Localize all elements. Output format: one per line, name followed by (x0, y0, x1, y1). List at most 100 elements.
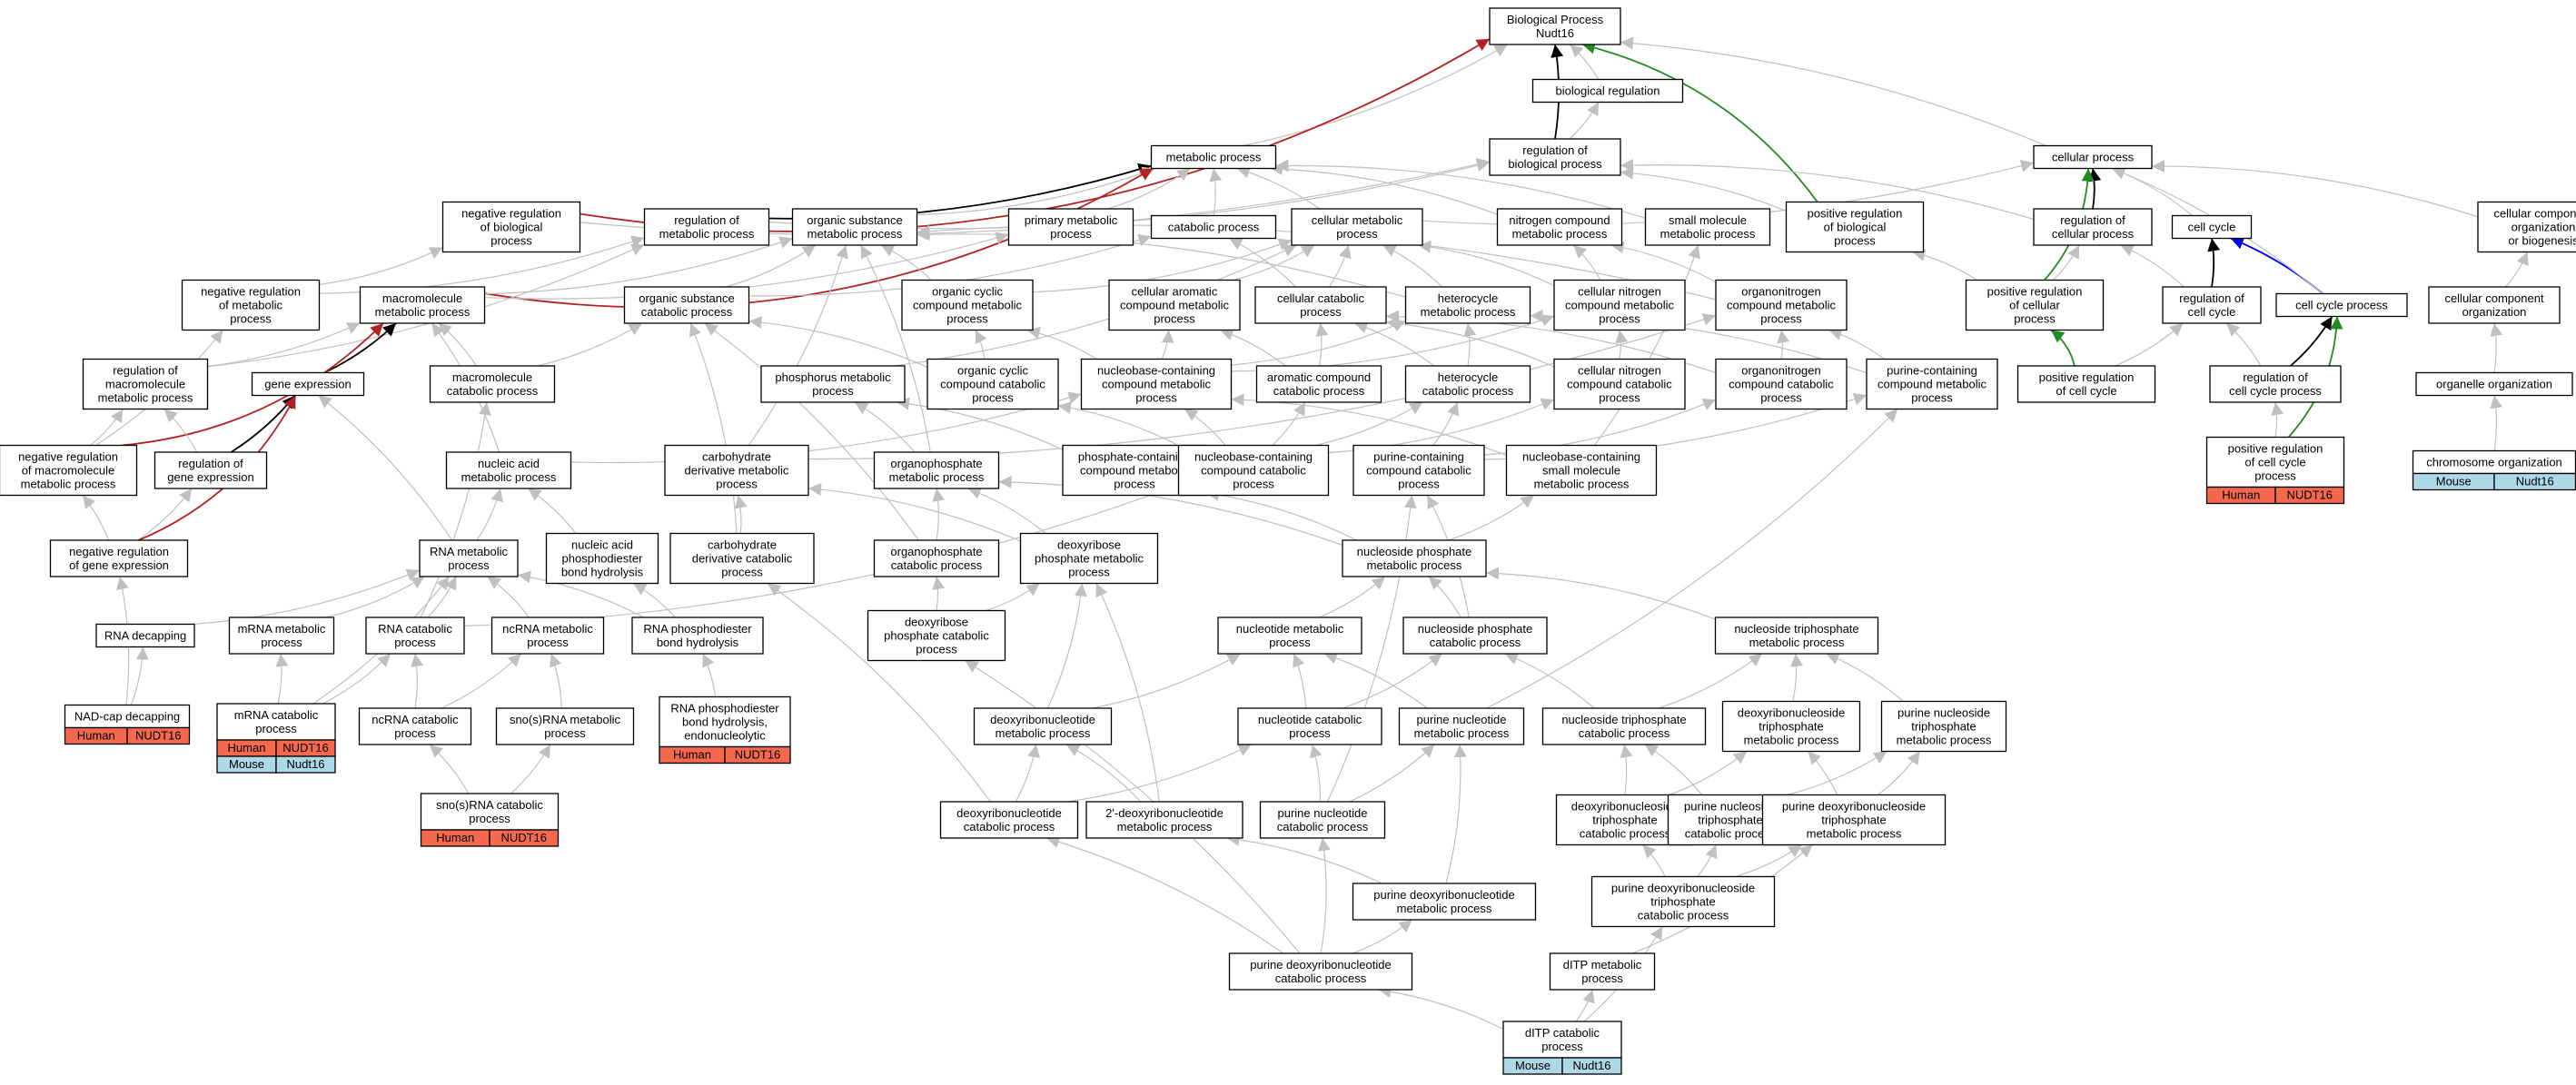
go-term-node-catab[interactable]: catabolic process (1150, 214, 1277, 240)
go-term-box (1715, 279, 1848, 331)
edge-nucphos-to-organophos (998, 475, 1343, 546)
go-term-node-met[interactable]: metabolic process (1150, 144, 1277, 170)
go-term-node-rnadecap[interactable]: RNA decapping (95, 623, 195, 648)
go-term-node-orgorg[interactable]: organelle organization (2415, 371, 2573, 397)
go-term-node-cellp[interactable]: cellular process (2033, 144, 2153, 170)
go-term-box (2428, 286, 2561, 324)
go-term-box (1404, 365, 1531, 403)
go-term-node-ccorg[interactable]: cellular componentorganizationor biogene… (2477, 201, 2576, 253)
go-term-node-ccproc[interactable]: cell cycle process (2275, 292, 2408, 318)
go-term-node-cellcycle[interactable]: cell cycle (2171, 214, 2253, 240)
edge-negregbp-to-bp (580, 38, 1491, 232)
edge-nbcmet-to-hetmet (1231, 320, 1406, 366)
go-term-label-line: endonucleolytic (684, 729, 766, 743)
go-term-node-purdeoxytricat[interactable]: purine deoxyribonucleosidetriphosphateca… (1590, 875, 1776, 928)
go-term-node-breg[interactable]: biological regulation (1531, 78, 1684, 104)
go-term-node-geneexp[interactable]: gene expression (251, 371, 365, 397)
go-term-label-line: nucleoside triphosphate (1561, 713, 1686, 726)
go-term-box (82, 358, 209, 410)
go-term-node-deoxynuctrimet[interactable]: deoxyribonucleosidetriphosphatemetabolic… (1721, 700, 1861, 753)
go-term-node-purdeoxytrimet[interactable]: purine deoxyribonucleosidetriphosphateme… (1761, 794, 1947, 846)
